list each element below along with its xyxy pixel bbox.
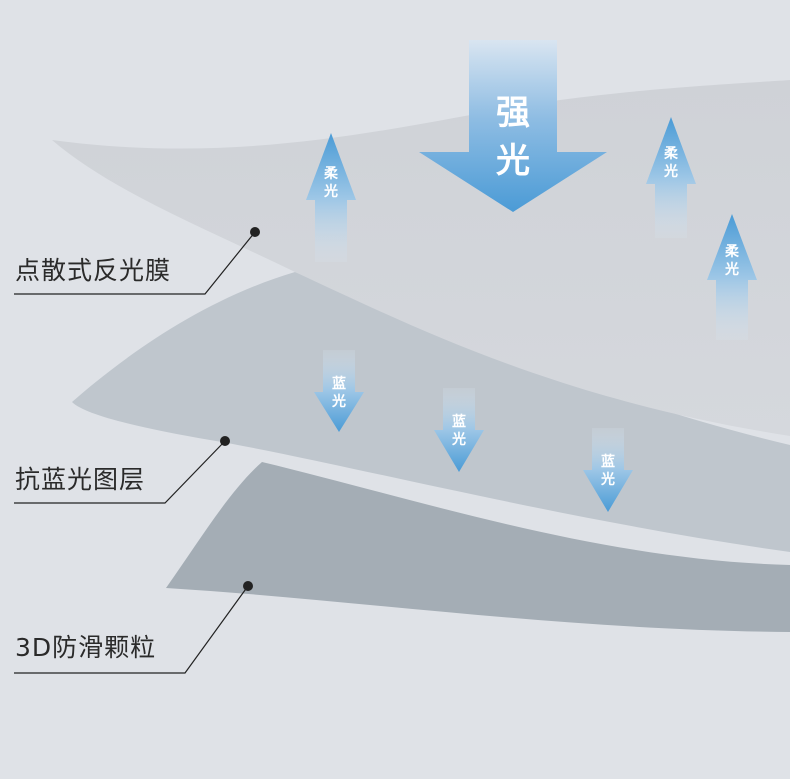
anti-slip-particles-label: 3D防滑颗粒	[15, 633, 157, 662]
blue-light-2-char-2: 光	[451, 431, 466, 448]
leader-anti-slip	[14, 581, 253, 674]
blue-light-arrow-2: 蓝 光	[434, 388, 484, 472]
leader-anti-blue	[14, 436, 230, 504]
strong-light-char-2: 光	[496, 141, 530, 181]
soft-light-arrow-3: 柔 光	[707, 214, 757, 340]
blue-light-1-char-2: 光	[331, 393, 346, 410]
soft-light-1-char-2: 光	[323, 183, 338, 200]
reflective-layer-shape	[52, 80, 790, 436]
strong-light-arrow: 强 光	[419, 40, 607, 212]
leader-reflective	[14, 227, 260, 295]
blue-light-1-char-1: 蓝	[332, 375, 346, 392]
soft-light-arrow-2: 柔 光	[646, 117, 696, 238]
reflective-film-label: 点散式反光膜	[15, 256, 172, 285]
soft-light-2-char-1: 柔	[663, 146, 679, 162]
soft-light-3-char-2: 光	[724, 261, 739, 278]
soft-light-2-char-2: 光	[663, 163, 678, 180]
anti-slip-layer-shape	[166, 462, 790, 632]
soft-light-1-char-1: 柔	[323, 166, 339, 182]
blue-light-2-char-1: 蓝	[452, 413, 466, 430]
blue-light-3-char-2: 光	[600, 471, 615, 488]
blue-light-arrow-3: 蓝 光	[583, 428, 633, 512]
soft-light-3-char-1: 柔	[724, 244, 740, 260]
soft-light-arrow-1: 柔 光	[306, 133, 356, 262]
blue-light-3-char-1: 蓝	[601, 453, 615, 470]
blue-light-arrow-1: 蓝 光	[314, 350, 364, 432]
strong-light-char-1: 强	[496, 93, 530, 133]
anti-blue-layer-label: 抗蓝光图层	[15, 465, 146, 494]
